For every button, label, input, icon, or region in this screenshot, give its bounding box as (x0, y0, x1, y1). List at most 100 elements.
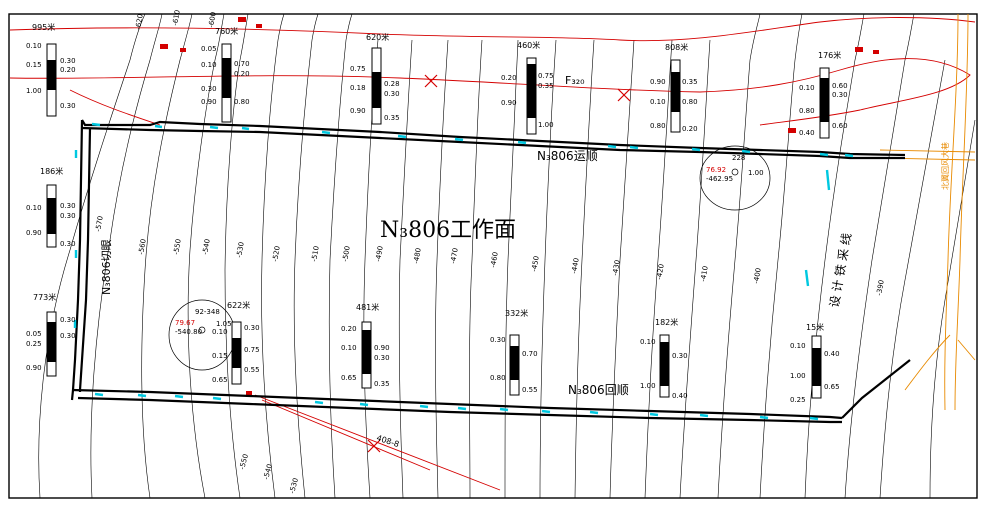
north-roadway-label: 北翼回风大巷 (940, 142, 950, 190)
borehole-value: 0.25 (790, 396, 806, 404)
contour-label: -620 (134, 13, 145, 30)
borehole-value: 0.30 (490, 336, 506, 344)
borehole-value: 0.80 (682, 98, 698, 106)
borehole-column (670, 59, 681, 133)
borehole-value: 0.10 (26, 204, 42, 212)
contour-label: -460 (489, 251, 500, 268)
contour-label: -510 (310, 245, 321, 262)
borehole-value: 0.20 (341, 325, 357, 333)
borehole-value: 0.10 (201, 61, 217, 69)
borehole-value: 0.30 (384, 90, 400, 98)
borehole-column (526, 57, 537, 135)
road-label-top: N₃806运顺 (537, 149, 598, 163)
borehole-column (509, 334, 520, 396)
contour-label: -610 (171, 9, 182, 26)
borehole-value: 0.90 (501, 99, 517, 107)
drill-point-floor: -462.95 (706, 175, 733, 183)
contour-label: -550 (172, 238, 183, 255)
borehole-value: 1.00 (26, 87, 42, 95)
borehole-value: 1.00 (640, 382, 656, 390)
borehole-value: 0.60 (832, 122, 848, 130)
borehole-value: 0.20 (501, 74, 517, 82)
borehole-value: 0.55 (522, 386, 538, 394)
contour-label: -520 (271, 245, 282, 262)
borehole-column (46, 311, 57, 377)
borehole-column (811, 335, 822, 399)
contour-label: -440 (570, 257, 581, 274)
fault-label: F₃₂₀ (565, 74, 585, 87)
drill-point-id: 92-348 (195, 308, 220, 316)
borehole-column (371, 47, 382, 125)
borehole-value: 0.90 (26, 364, 42, 372)
borehole-value: 0.30 (201, 85, 217, 93)
borehole-value: 0.30 (374, 354, 390, 362)
borehole-value: 0.30 (832, 91, 848, 99)
contour-label: -410 (699, 265, 710, 282)
contour-label: -530 (288, 477, 300, 494)
contour-label: -450 (530, 255, 541, 272)
borehole-value: 1.00 (538, 121, 554, 129)
contour-label: -470 (449, 247, 460, 264)
contour-label: -400 (752, 267, 763, 284)
borehole-value: 0.80 (799, 107, 815, 115)
distance-labels: 995米 760米 620米 460米 808米 176米 186米 773米 … (32, 22, 841, 332)
borehole-column (221, 43, 232, 123)
distance-label: 760米 (215, 26, 238, 36)
borehole-value: 0.30 (60, 202, 76, 210)
contour-label: -430 (611, 259, 622, 276)
borehole-value: 1.00 (790, 372, 806, 380)
distance-label: 622米 (227, 300, 250, 310)
borehole-column (361, 321, 372, 389)
borehole-value: 0.40 (672, 392, 688, 400)
contour-label: -600 (207, 11, 218, 28)
borehole-value: 0.55 (244, 366, 260, 374)
fault-lines (9, 17, 976, 491)
distance-label: 176米 (818, 50, 841, 60)
drill-point-elevation: 79.67 (175, 319, 195, 327)
borehole-value: 0.30 (60, 57, 76, 65)
drill-point-labels: 228 76.92 -462.95 1.00 92-348 79.67 -540… (175, 154, 764, 336)
borehole-value: 0.40 (799, 129, 815, 137)
borehole-value: 0.90 (201, 98, 217, 106)
road-label-bottom: N₃806回顺 (568, 383, 629, 397)
roadway-stations (73, 122, 854, 421)
drill-point-floor: -540.80 (175, 328, 202, 336)
borehole-value: 0.25 (26, 340, 42, 348)
fault-cross-marks (367, 74, 631, 453)
distance-label: 182米 (655, 317, 678, 327)
borehole-value: 0.10 (212, 328, 228, 336)
distance-label: 332米 (505, 308, 528, 318)
borehole-values: 0.10 0.15 0.30 0.20 1.00 0.30 0.05 0.10 … (26, 42, 848, 404)
panel-outline (70, 119, 911, 424)
borehole-value: 0.20 (682, 125, 698, 133)
borehole-value: 0.18 (350, 84, 366, 92)
borehole-value: 0.20 (60, 66, 76, 74)
borehole-value: 0.28 (384, 80, 400, 88)
contour-labels: -620 -610 -600 -570 -560 -550 -540 -530 … (94, 9, 886, 494)
borehole-value: 0.20 (234, 70, 250, 78)
borehole-value: 0.70 (234, 60, 250, 68)
borehole-value: 0.10 (650, 98, 666, 106)
borehole-value: 0.35 (538, 82, 554, 90)
drill-point-id: 228 (732, 154, 745, 162)
distance-label: 808米 (665, 42, 688, 52)
borehole-value: 0.90 (650, 78, 666, 86)
borehole-value: 0.90 (374, 344, 390, 352)
borehole-value: 0.35 (384, 114, 400, 122)
drill-point-elevation: 76.92 (706, 166, 726, 174)
borehole-column (659, 334, 670, 398)
contour-label: -540 (201, 238, 212, 255)
red-markers (160, 17, 879, 397)
contour-label: -550 (238, 453, 250, 470)
borehole-value: 0.75 (538, 72, 554, 80)
contour-label: -540 (262, 463, 274, 480)
borehole-value: 0.35 (682, 78, 698, 86)
borehole-value: 0.80 (234, 98, 250, 106)
road-label-left: N₃806切眼 (100, 239, 113, 295)
distance-label: 481米 (356, 302, 379, 312)
borehole-value: 0.75 (244, 346, 260, 354)
borehole-value: 0.10 (790, 342, 806, 350)
contour-label: -560 (137, 238, 148, 255)
borehole-value: 0.90 (26, 229, 42, 237)
